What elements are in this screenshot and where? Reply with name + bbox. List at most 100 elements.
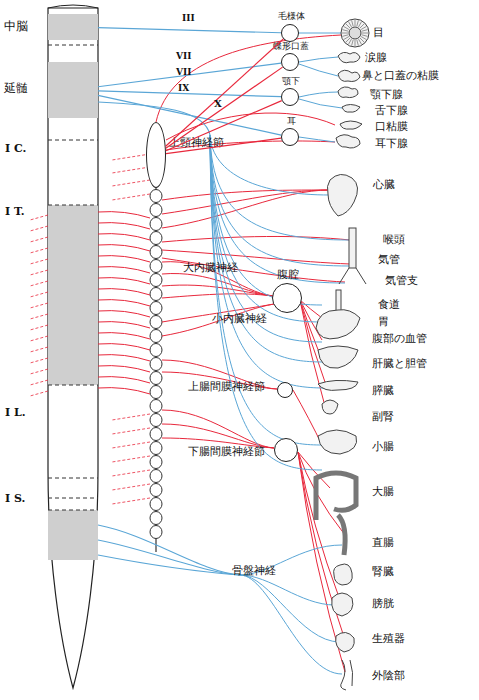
sympathetic-nerve xyxy=(166,113,335,140)
chain-ganglion xyxy=(150,456,162,469)
spinal-branch xyxy=(30,347,48,352)
nerve-number: X xyxy=(214,98,222,109)
organ-name: 心臓 xyxy=(373,179,395,191)
organ-name: 目 xyxy=(373,27,384,39)
spinal-branch xyxy=(30,237,48,242)
spinal-branch xyxy=(30,226,48,231)
node-label: 毛様体 xyxy=(278,12,305,22)
organ-name: 大腸 xyxy=(372,486,394,498)
liver-organ xyxy=(318,346,358,368)
node-label: 中脳 xyxy=(4,20,28,33)
spinal-branch xyxy=(30,336,48,341)
ganglion-circle: 腹腔 xyxy=(272,283,302,313)
heart-organ xyxy=(327,174,357,216)
white-ramus xyxy=(98,289,150,295)
grey-ramus xyxy=(112,456,150,462)
nerve-number: VII xyxy=(176,52,191,62)
brain-band: 中脳 xyxy=(48,14,98,40)
node-label: 上頸神経節 xyxy=(169,137,224,149)
spinal-branch xyxy=(30,292,48,297)
node-label: 延髄 xyxy=(4,82,28,95)
pelvic-nerve xyxy=(98,525,240,575)
parasympathetic-nerve xyxy=(299,57,338,62)
chain-ganglion xyxy=(150,316,162,329)
grey-ramus xyxy=(112,180,150,186)
organ-name: 腎臓 xyxy=(372,566,394,578)
node-label: 蝶形口蓋 xyxy=(273,42,309,52)
organ-name: 顎下腺 xyxy=(370,89,403,101)
pulmonary-nerve xyxy=(162,258,345,282)
grey-ramus xyxy=(112,498,150,504)
grey-ramus xyxy=(112,154,150,160)
external-genital-organ xyxy=(341,660,353,690)
segment-divider xyxy=(48,45,98,46)
chain-ganglion xyxy=(150,386,162,399)
lumbar-splanchnic xyxy=(162,410,274,448)
spinal-branch xyxy=(30,314,48,319)
white-ramus xyxy=(98,212,150,218)
organ-name: 膵臓 xyxy=(372,385,394,397)
vagus-branch xyxy=(210,135,322,342)
segment-divider xyxy=(48,385,98,386)
eye-ray xyxy=(342,33,348,34)
organ-name: 食道 xyxy=(378,299,400,311)
eye-ray xyxy=(361,27,366,30)
eye-ray xyxy=(342,35,348,37)
organ-name: 耳下腺 xyxy=(375,138,408,150)
esophagus-organ xyxy=(336,290,341,312)
grey-ramus xyxy=(112,470,150,476)
vagus-branch xyxy=(210,135,330,195)
cardiac-nerve xyxy=(162,190,330,228)
postganglionic-nerve xyxy=(300,300,326,385)
chain-ganglion xyxy=(150,330,162,343)
chain-ganglion xyxy=(150,372,162,385)
grey-ramus xyxy=(112,167,150,173)
chain-ganglion xyxy=(150,442,162,455)
eye-ray xyxy=(349,22,352,27)
white-ramus xyxy=(98,344,150,350)
eye-ray xyxy=(360,38,364,42)
organ-name: 膀胱 xyxy=(372,598,394,610)
segment-label: I L. xyxy=(5,407,26,419)
nerve-connector xyxy=(98,95,281,135)
parasympathetic-nerve xyxy=(299,99,342,108)
vagus-branch xyxy=(210,135,322,470)
eye-ray xyxy=(346,24,350,28)
parasympathetic-nerve xyxy=(299,92,338,97)
ciliary-nerve xyxy=(299,33,341,34)
small-intestine xyxy=(318,430,357,454)
chain-ganglion xyxy=(150,260,162,273)
organ-name: 喉頭 xyxy=(383,234,405,246)
ganglion-circle: 蝶形口蓋 xyxy=(281,53,299,71)
nerve-number: VII xyxy=(176,68,191,78)
nerve-name: 大内臓神経 xyxy=(183,262,238,274)
spinal-branch xyxy=(30,358,48,363)
spinal-branch xyxy=(30,270,48,275)
nerve-connector xyxy=(98,28,281,33)
chain-ganglion xyxy=(150,414,162,427)
segment-divider xyxy=(48,205,98,206)
nerve-connector xyxy=(166,39,284,146)
eye-ray xyxy=(344,37,349,40)
eye-ray xyxy=(355,20,356,26)
bladder-organ xyxy=(332,593,353,616)
eye-ray xyxy=(359,22,362,27)
segment-label: I C. xyxy=(5,143,26,155)
nerve-connector xyxy=(166,67,283,148)
white-ramus xyxy=(98,278,150,284)
nerve-name: 小内臓神経 xyxy=(212,313,267,325)
white-ramus xyxy=(98,377,150,383)
eye-organ xyxy=(341,19,369,47)
eye-ray xyxy=(362,33,368,34)
spinal-branch xyxy=(30,281,48,286)
large-intestine xyxy=(316,473,356,520)
white-ramus xyxy=(98,311,150,317)
parasympathetic-nerve xyxy=(299,137,335,142)
chain-ganglion xyxy=(150,190,162,203)
pancreas-organ xyxy=(318,380,358,390)
white-ramus xyxy=(98,234,150,240)
eye-ray xyxy=(362,35,368,37)
sacral-segment xyxy=(48,510,98,560)
eye-iris xyxy=(349,27,361,39)
chain-ganglion xyxy=(150,470,162,483)
